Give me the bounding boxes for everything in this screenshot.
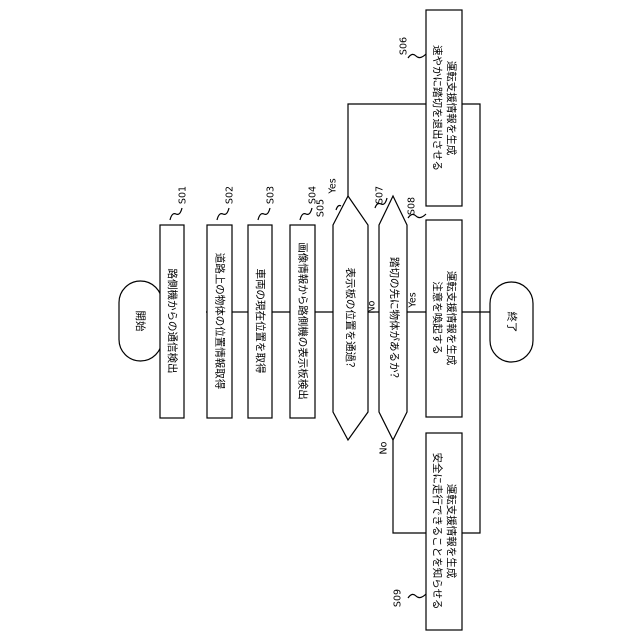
step-s08-line2: 運転支援情報を生成 — [445, 271, 458, 366]
step-s02: 道路上の物体の位置情報取得 S02 — [207, 186, 236, 418]
step-s06: 速やかに踏切を退出させる 運転支援情報を生成 S06 — [399, 10, 463, 206]
step-s01-ref: S01 — [178, 186, 189, 204]
step-s01-leader — [170, 208, 182, 220]
decision-s05-leader — [336, 206, 341, 211]
step-s02-ref: S02 — [225, 186, 236, 204]
connector-s06-end — [462, 104, 480, 312]
connector-s05-yes-s06 — [348, 104, 426, 196]
step-s09-line2: 運転支援情報を生成 — [445, 484, 458, 579]
end-terminal: 終了 — [490, 282, 533, 362]
step-s09-ref: S09 — [393, 589, 404, 607]
step-s09: 安全に走行できることを知らせる 運転支援情報を生成 S09 — [393, 433, 463, 630]
decision-s05: 表示板の位置を通過？ S05 Yes No — [316, 178, 378, 440]
decision-s07-text: 踏切の先に物体があるか？ — [388, 257, 401, 383]
step-s04: 画像情報から路側機の表示板検出 S04 — [290, 186, 319, 418]
step-s06-line2: 運転支援情報を生成 — [445, 61, 458, 156]
start-terminal: 開始 — [119, 281, 162, 361]
start-label: 開始 — [134, 311, 147, 332]
step-s04-leader — [300, 208, 312, 220]
decision-s07-ref: S07 — [375, 186, 386, 204]
decision-s05-ref: S05 — [316, 199, 327, 217]
step-s03-text: 車両の現在位置を取得 — [254, 269, 267, 374]
step-s06-line1: 速やかに踏切を退出させる — [431, 45, 444, 171]
connector-s09-end — [462, 312, 480, 533]
step-s09-leader — [408, 594, 426, 598]
step-s03: 車両の現在位置を取得 S03 — [248, 186, 277, 418]
decision-s07-no-label: No — [379, 441, 390, 454]
step-s03-ref: S03 — [266, 186, 277, 204]
step-s04-text: 画像情報から路側機の表示板検出 — [297, 242, 310, 400]
end-label: 終了 — [506, 312, 519, 333]
decision-s05-no-label: No — [367, 300, 378, 313]
connector-s07-no-s09 — [393, 440, 426, 533]
step-s02-text: 道路上の物体の位置情報取得 — [214, 253, 227, 390]
step-s08-line1: 注意を喚起する — [431, 281, 444, 355]
step-s06-leader — [408, 54, 426, 58]
decision-s07: 踏切の先に物体があるか？ S07 Yes No — [375, 186, 419, 455]
step-s03-leader — [258, 208, 270, 220]
decision-s07-yes-label: Yes — [408, 292, 419, 308]
step-s09-line1: 安全に走行できることを知らせる — [431, 452, 444, 609]
decision-s05-yes-label: Yes — [328, 178, 339, 194]
step-s06-ref: S06 — [399, 37, 410, 55]
step-s08-ref: S08 — [407, 197, 418, 215]
decision-s05-text: 表示板の位置を通過？ — [344, 268, 357, 373]
step-s01-text: 路側機からの通信検出 — [166, 269, 179, 374]
step-s01: 路側機からの通信検出 S01 — [160, 186, 189, 418]
step-s02-leader — [217, 208, 229, 220]
